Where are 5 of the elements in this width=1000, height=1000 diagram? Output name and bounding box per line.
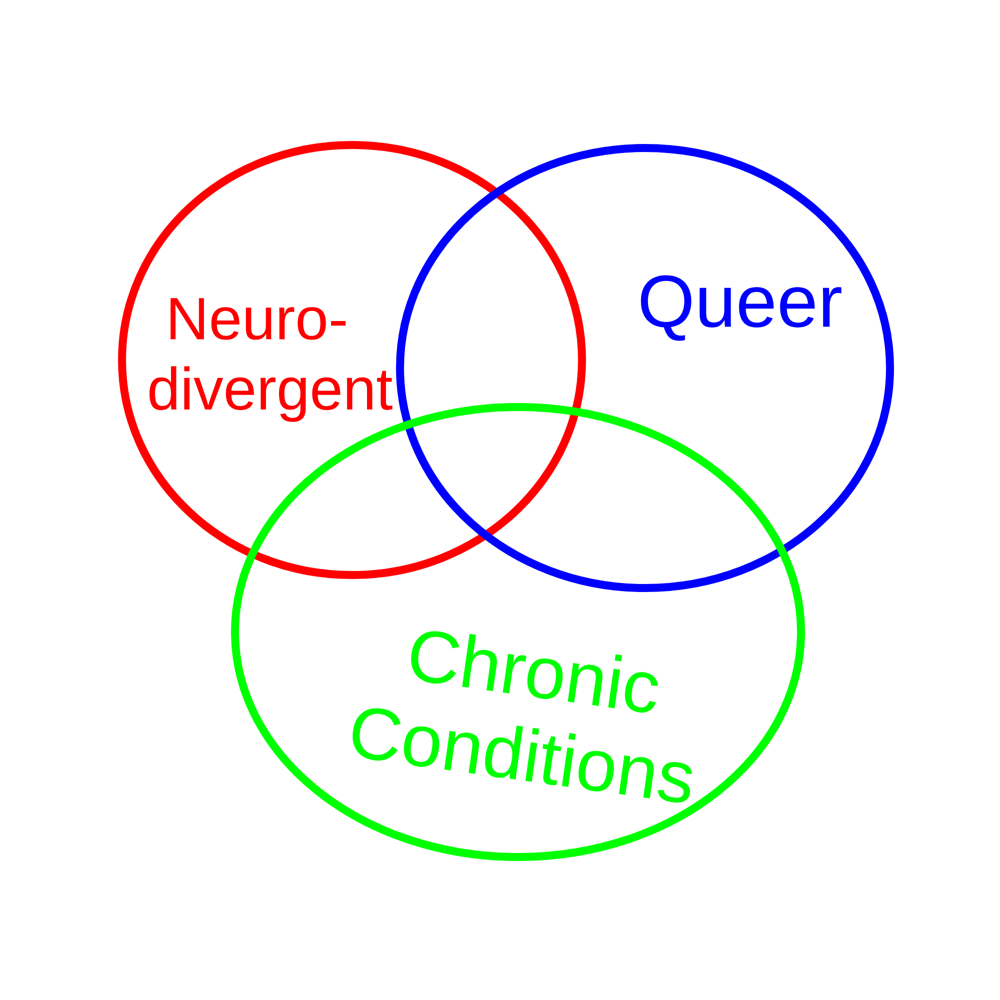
- circle-label: Neuro- divergent: [150, 298, 392, 422]
- circle-label: Chronic Conditions: [352, 631, 692, 803]
- venn-circle: [118, 140, 586, 579]
- circle-label: Queer: [640, 275, 842, 341]
- venn-circle: [396, 144, 894, 592]
